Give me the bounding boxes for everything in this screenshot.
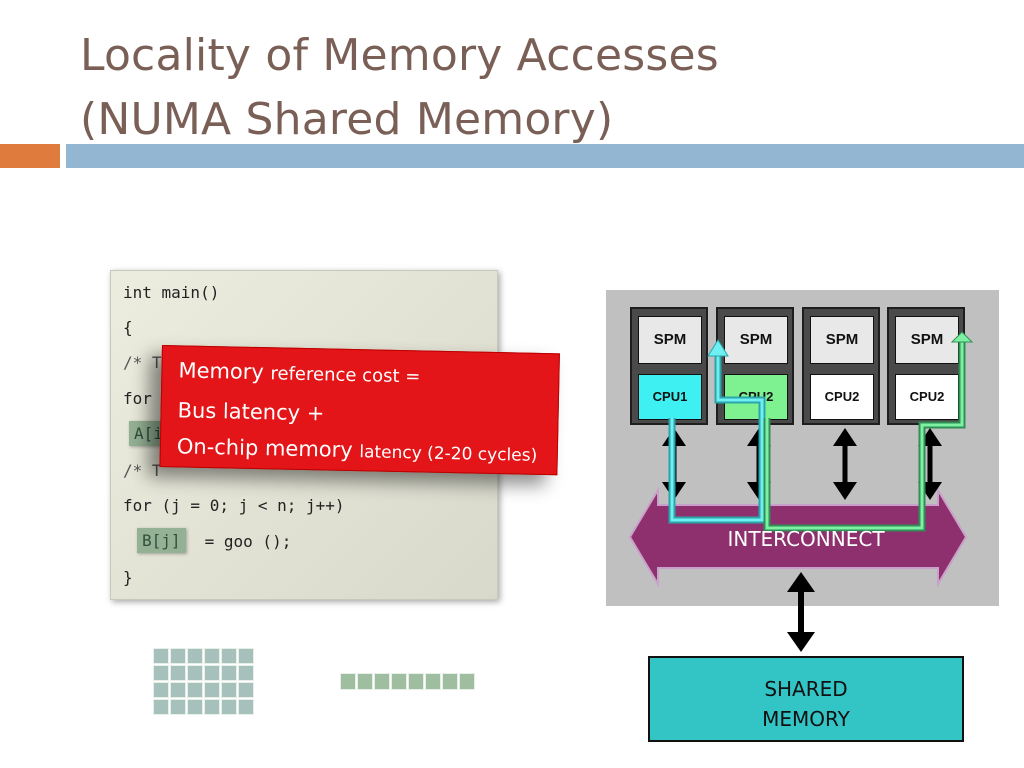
tile-4: SPM CPU2 [887, 307, 965, 425]
array-a-grid [153, 648, 257, 718]
cpu-block-4: CPU2 [895, 374, 959, 420]
spm-block-4: SPM [895, 316, 959, 364]
code-line-task2-comment: /* T [123, 461, 162, 480]
interconnect-label: INTERCONNECT [727, 527, 885, 551]
grid-cell [442, 673, 458, 690]
grid-cell [187, 648, 203, 664]
grid-cell [391, 673, 407, 690]
grid-cell [238, 682, 254, 698]
grid-cell [153, 648, 169, 664]
grid-cell [374, 673, 390, 690]
grid-cell [340, 673, 356, 690]
green-arrowhead [950, 331, 974, 343]
grid-cell [238, 648, 254, 664]
tile-3: SPM CPU2 [802, 307, 880, 425]
interconnect-arrow [628, 486, 968, 588]
shared-memory-line-2: MEMORY [762, 707, 850, 731]
code-line-open-brace: { [123, 318, 133, 337]
code-line-task1-comment: /* T [123, 353, 162, 372]
page-title: Locality of Memory Accesses (NUMA Shared… [80, 24, 719, 152]
title-line-2: (NUMA Shared Memory) [80, 94, 614, 145]
grid-cell [170, 665, 186, 681]
grid-cell [187, 682, 203, 698]
spm-block-3: SPM [810, 316, 874, 364]
grid-cell [357, 673, 373, 690]
shared-memory-line-1: SHARED [764, 677, 848, 701]
grid-cell [170, 682, 186, 698]
grid-cell [204, 648, 220, 664]
grid-cell [425, 673, 441, 690]
code-line-for-j: for (j = 0; j < n; j++) [123, 496, 345, 515]
memory-bus-arrow [787, 572, 815, 652]
shared-memory-block: SHARED MEMORY [648, 656, 964, 742]
title-line-1: Locality of Memory Accesses [80, 30, 719, 81]
cpu-block-3: CPU2 [810, 374, 874, 420]
grid-cell [221, 648, 237, 664]
accent-bar-orange [0, 144, 60, 168]
spm-block-1: SPM [638, 316, 702, 364]
grid-cell [459, 673, 475, 690]
code-line-close-brace: } [123, 568, 133, 587]
grid-cell [170, 699, 186, 715]
grid-cell [408, 673, 424, 690]
grid-cell [187, 665, 203, 681]
grid-cell [153, 699, 169, 715]
grid-cell [153, 682, 169, 698]
cyan-arrowhead [707, 339, 729, 357]
grid-cell [238, 665, 254, 681]
grid-cell [153, 665, 169, 681]
grid-cell [170, 648, 186, 664]
array-b-grid [340, 673, 478, 691]
grid-cell [221, 665, 237, 681]
grid-cell [204, 682, 220, 698]
code-line-goo: = goo (); [195, 532, 292, 551]
code-highlight-b: B[j] [137, 528, 186, 553]
grid-cell [221, 682, 237, 698]
grid-cell [221, 699, 237, 715]
cpu3-bus-arrow [833, 428, 857, 500]
grid-cell [238, 699, 254, 715]
grid-cell [187, 699, 203, 715]
code-line-main: int main() [123, 283, 220, 302]
code-line-for-i: for [123, 389, 152, 408]
grid-cell [204, 699, 220, 715]
accent-bar-blue [66, 144, 1024, 168]
spm-block-2: SPM [724, 316, 788, 364]
grid-cell [204, 665, 220, 681]
